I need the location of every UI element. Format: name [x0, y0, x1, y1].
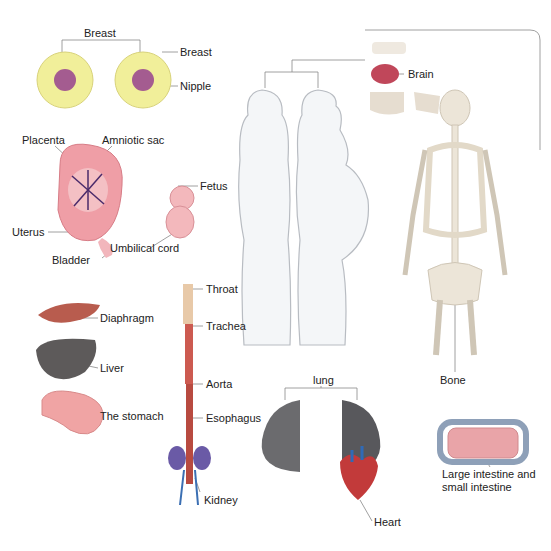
part-label: Placenta	[22, 134, 65, 147]
part-label: Amniotic sac	[102, 134, 164, 147]
part-label: Throat	[206, 283, 238, 296]
part-label: lung	[313, 374, 334, 387]
part-label: Diaphragm	[100, 312, 154, 325]
part-label: Liver	[100, 362, 124, 375]
part-label: Bladder	[52, 254, 90, 267]
part-label: Trachea	[206, 320, 246, 333]
part-label: Nipple	[180, 80, 211, 93]
part-label: Umbilical cord	[110, 242, 179, 255]
part-label: Kidney	[204, 494, 238, 507]
part-label: Esophagus	[206, 412, 261, 425]
part-label: Brain	[408, 68, 434, 81]
part-label: Uterus	[12, 226, 44, 239]
part-label: Breast	[84, 27, 116, 40]
part-label: Heart	[374, 516, 401, 529]
part-label: The stomach	[100, 410, 164, 423]
part-label: Fetus	[200, 180, 228, 193]
part-label: Bone	[440, 374, 466, 387]
part-label: Large intestine and small intestine	[442, 468, 547, 494]
part-label: Breast	[180, 46, 212, 59]
part-label: Aorta	[206, 378, 232, 391]
